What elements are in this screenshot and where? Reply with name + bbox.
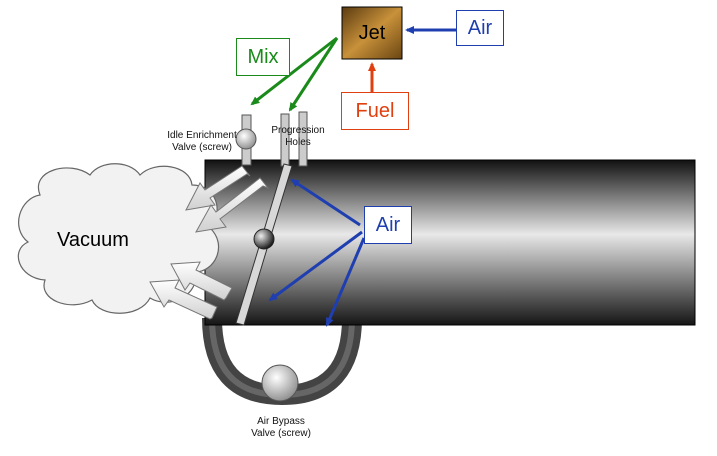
bypass-label-line1: Air Bypass	[257, 416, 305, 427]
air-bypass-valve	[261, 364, 299, 402]
mix-label: Mix	[236, 38, 290, 76]
idle-valve-ball	[235, 128, 257, 150]
air-arrow-lower	[325, 237, 366, 327]
jet-box	[341, 6, 403, 60]
prog-label-line2: Holes	[285, 137, 311, 148]
flow-arrow-2	[195, 177, 270, 233]
throttle-shaft	[253, 228, 275, 250]
air-top-label: Air	[456, 10, 504, 46]
progression-holes-label: Progression Holes	[264, 125, 332, 149]
fuel-label: Fuel	[341, 92, 409, 130]
idle-label-line1: Idle Enrichment	[167, 130, 237, 141]
flow-arrows	[149, 165, 270, 320]
air-arrow-middle	[268, 230, 363, 302]
jet-label: Jet	[358, 21, 386, 44]
progression-hole-2	[298, 111, 308, 167]
air-mid-label: Air	[364, 206, 412, 244]
mix-to-idle-arrow	[250, 36, 338, 106]
air-arrow-upper	[290, 178, 361, 227]
mix-to-progression-arrow	[288, 37, 339, 112]
air-bypass-label: Air Bypass Valve (screw)	[238, 416, 324, 440]
bypass-label-line2: Valve (screw)	[251, 428, 311, 439]
vacuum-label: Vacuum	[57, 229, 129, 251]
flow-arrow-1	[185, 165, 251, 211]
idle-enrichment-label: Idle Enrichment Valve (screw)	[160, 130, 244, 154]
flow-arrow-4	[149, 279, 218, 320]
carburetor-tube	[204, 159, 696, 326]
prog-label-line1: Progression	[271, 125, 325, 136]
flow-arrow-3	[170, 261, 233, 301]
idle-label-line2: Valve (screw)	[172, 142, 232, 153]
